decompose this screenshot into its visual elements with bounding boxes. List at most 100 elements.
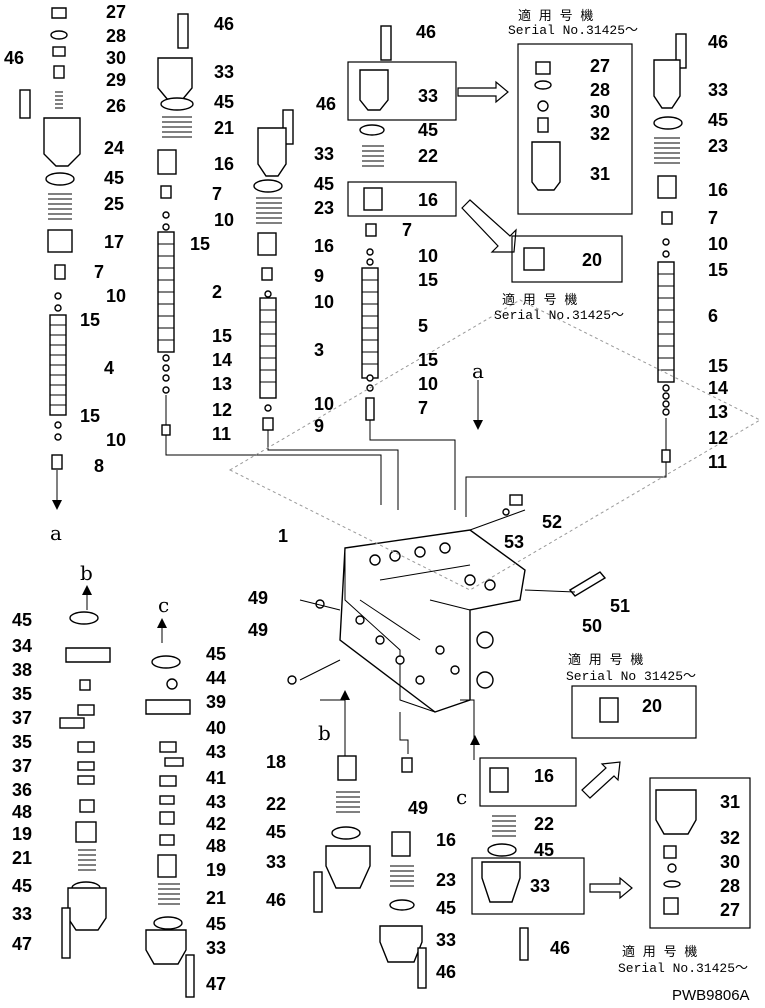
flow-label-a-right: a bbox=[472, 359, 484, 383]
callout: 49 bbox=[248, 588, 268, 608]
callout: 34 bbox=[12, 636, 32, 656]
callout: 11 bbox=[212, 424, 231, 444]
serial-box-2 bbox=[461, 199, 623, 283]
callout: 15 bbox=[418, 350, 438, 370]
callout: 52 bbox=[542, 512, 562, 532]
callout: 26 bbox=[106, 96, 126, 116]
column-4-parts bbox=[347, 25, 509, 510]
callout: 15 bbox=[80, 310, 100, 330]
column-c-parts bbox=[145, 618, 195, 998]
callout: 21 bbox=[12, 848, 32, 868]
callout: 45 bbox=[418, 120, 438, 140]
callout: 25 bbox=[104, 194, 124, 214]
callout: 13 bbox=[212, 374, 232, 394]
callout: 46 bbox=[316, 94, 336, 114]
callout: 33 bbox=[436, 930, 456, 950]
callout: 15 bbox=[708, 356, 728, 376]
callout: 37 bbox=[12, 708, 32, 728]
callout: 46 bbox=[416, 22, 436, 42]
callout: 6 bbox=[708, 306, 718, 326]
callout: 43 bbox=[206, 792, 226, 812]
callout: 22 bbox=[266, 794, 286, 814]
callout: 48 bbox=[12, 802, 32, 822]
callout: 18 bbox=[266, 752, 286, 772]
callout: 48 bbox=[206, 836, 226, 856]
callout: 27 bbox=[106, 2, 126, 22]
column-6-parts bbox=[465, 33, 687, 517]
callout: 32 bbox=[720, 828, 740, 848]
callout: 30 bbox=[720, 852, 740, 872]
callout: 10 bbox=[314, 292, 334, 312]
callout: 30 bbox=[106, 48, 126, 68]
callout: 10 bbox=[314, 394, 334, 414]
callout: 50 bbox=[582, 616, 602, 636]
callout: 5 bbox=[418, 316, 428, 336]
callout: 10 bbox=[418, 374, 438, 394]
callout: 39 bbox=[206, 692, 226, 712]
column-16-lower-parts bbox=[379, 712, 427, 989]
serial-box-3 bbox=[571, 685, 697, 739]
callout: 28 bbox=[720, 876, 740, 896]
callout: 23 bbox=[436, 870, 456, 890]
callout: 33 bbox=[214, 62, 234, 82]
callout: 20 bbox=[582, 250, 602, 270]
flow-label-c-bottom: c bbox=[456, 785, 467, 809]
callout: 7 bbox=[708, 208, 718, 228]
callout: 16 bbox=[214, 154, 234, 174]
callout: 7 bbox=[402, 220, 412, 240]
callout: 28 bbox=[106, 26, 126, 46]
callout: 22 bbox=[418, 146, 438, 166]
flow-label-b-left: b bbox=[80, 561, 93, 585]
serial-box-1 bbox=[517, 43, 633, 215]
callout: 7 bbox=[212, 184, 222, 204]
callout: 16 bbox=[418, 190, 438, 210]
callout: 46 bbox=[436, 962, 456, 982]
callout: 37 bbox=[12, 756, 32, 776]
callout: 12 bbox=[708, 428, 728, 448]
callout: 16 bbox=[534, 766, 554, 786]
callout: 7 bbox=[418, 398, 428, 418]
callout: 9 bbox=[314, 416, 324, 436]
callout: 46 bbox=[708, 32, 728, 52]
callout: 46 bbox=[4, 48, 24, 68]
callout: 45 bbox=[708, 110, 728, 130]
callout: 8 bbox=[94, 456, 104, 476]
callout: 33 bbox=[530, 876, 550, 896]
callout: 45 bbox=[12, 610, 32, 630]
callout: 16 bbox=[708, 180, 728, 200]
callout: 4 bbox=[104, 358, 114, 378]
callout: 17 bbox=[104, 232, 124, 252]
callout: 41 bbox=[206, 768, 226, 788]
callout: 15 bbox=[418, 270, 438, 290]
column-18-parts bbox=[313, 690, 371, 913]
callout: 45 bbox=[104, 168, 124, 188]
callout: 15 bbox=[708, 260, 728, 280]
serial-note-2-serial: Serial No.31425～ bbox=[494, 308, 624, 323]
callout: 35 bbox=[12, 732, 32, 752]
callout: 15 bbox=[190, 234, 210, 254]
serial-note-2-jp: 適 用 号 機 bbox=[502, 292, 577, 308]
callout: 53 bbox=[504, 532, 524, 552]
callout: 30 bbox=[590, 102, 610, 122]
callout: 22 bbox=[534, 814, 554, 834]
callout: 21 bbox=[214, 118, 234, 138]
drawing-code: PWB9806A bbox=[672, 987, 750, 1004]
callout: 45 bbox=[206, 644, 226, 664]
callout: 33 bbox=[12, 904, 32, 924]
callout: 45 bbox=[12, 876, 32, 896]
callout: 33 bbox=[418, 86, 438, 106]
callout: 45 bbox=[214, 92, 234, 112]
serial-box-4 bbox=[649, 777, 751, 929]
callout: 33 bbox=[314, 144, 334, 164]
callout: 46 bbox=[550, 938, 570, 958]
callout: 42 bbox=[206, 814, 226, 834]
callout: 27 bbox=[590, 56, 610, 76]
flow-label-c-left: c bbox=[158, 593, 169, 617]
callout: 45 bbox=[436, 898, 456, 918]
callout: 43 bbox=[206, 742, 226, 762]
callout: 20 bbox=[642, 696, 662, 716]
callout: 16 bbox=[436, 830, 456, 850]
callout: 13 bbox=[708, 402, 728, 422]
